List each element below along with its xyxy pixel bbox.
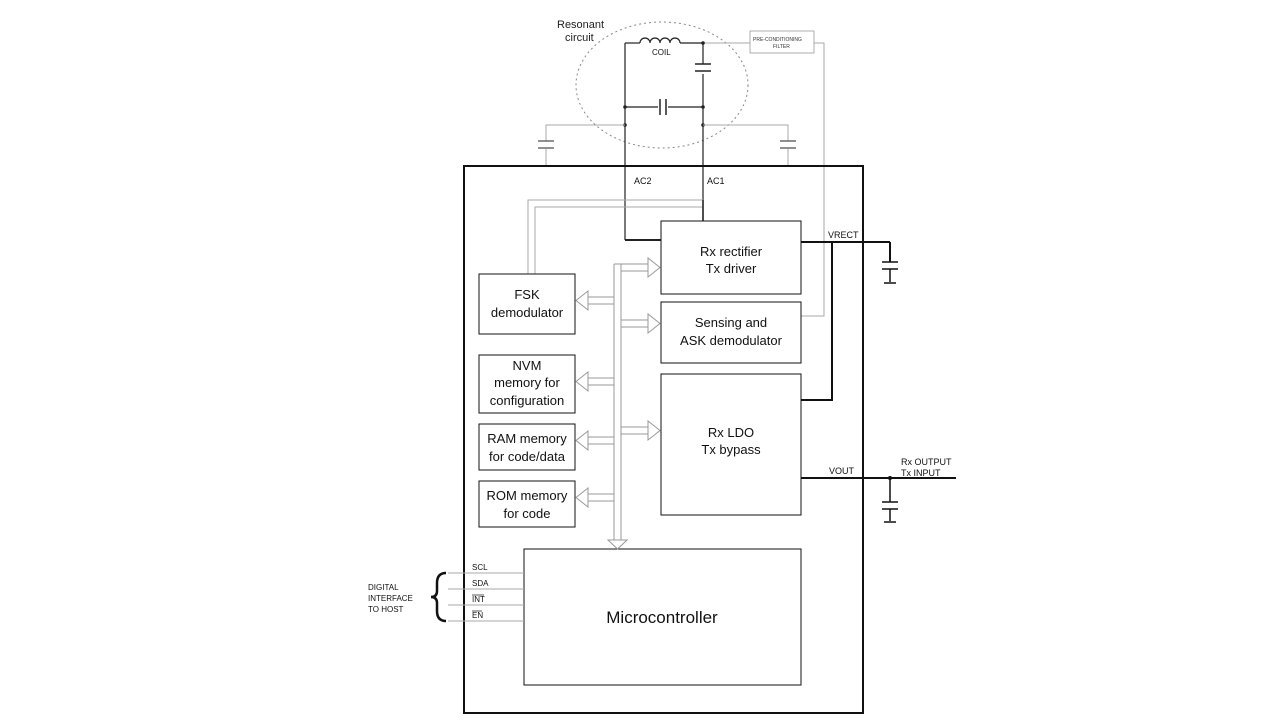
rx-rectifier-block [660,220,802,295]
pin-vrect: VRECT [828,230,859,240]
fsk-label: FSK [514,287,540,302]
coil-label: COIL [652,48,671,57]
vout-capacitor-icon [882,478,898,523]
pin-vout: VOUT [829,466,855,476]
output-label-2: Tx INPUT [901,468,941,478]
sensing-label: Sensing and [695,315,767,330]
side-capacitor-wires [545,124,789,166]
vrect-capacitor-icon [882,261,898,284]
microcontroller-block [523,548,802,686]
interface-label-1: DIGITAL [368,583,399,592]
pin-ac2: AC2 [634,176,652,186]
nvm-label-2: memory for [494,375,560,390]
ram-block [478,423,576,471]
signal-en: EN [472,611,483,620]
rom-label: ROM memory [487,488,568,503]
nvm-label: NVM [513,358,542,373]
sensing-block [660,301,802,364]
sensing-label-2: ASK demodulator [680,333,783,348]
rx-ldo-label: Rx LDO [708,425,754,440]
interface-label-3: TO HOST [368,605,404,614]
signal-scl: SCL [472,563,488,572]
fsk-block [478,273,576,335]
internal-bus [575,256,661,550]
rx-rectifier-label-2: Tx driver [706,261,757,276]
resonant-circuit-label: Resonant [557,19,604,31]
fsk-label-2: demodulator [491,305,564,320]
fsk-feedback-wires [527,199,703,274]
resonant-wires [624,43,704,240]
ram-label: RAM memory [487,431,567,446]
resonant-circuit-outline [575,21,749,149]
rx-ldo-block [660,373,802,516]
parallel-capacitor-icon [659,99,667,115]
resonant-circuit-label-2: circuit [565,32,594,44]
output-label-1: Rx OUTPUT [901,457,952,467]
chip-boundary [463,165,864,714]
signal-int: INT [472,595,485,604]
interface-brace-icon [430,571,447,623]
filter-label-1: PRE-CONDITIONING [753,37,802,43]
nvm-block [478,354,576,414]
rom-label-2: for code [504,506,551,521]
pin-ac1: AC1 [707,176,725,186]
ram-label-2: for code/data [489,449,566,464]
vrect-wires [801,241,891,401]
filter-label-2: FILTER [773,44,790,50]
pre-conditioning-filter [749,30,815,54]
nvm-label-3: configuration [490,393,564,408]
signal-sda: SDA [472,579,489,588]
interface-wires [448,572,524,622]
microcontroller-label: Microcontroller [606,608,718,627]
series-capacitor-icon [695,63,711,72]
rom-block [478,480,576,528]
coil-icon [625,37,703,44]
rx-rectifier-label: Rx rectifier [700,244,763,259]
rx-ldo-label-2: Tx bypass [701,442,761,457]
filter-output-wire [801,42,825,317]
interface-label-2: INTERFACE [368,594,413,603]
side-capacitor-icons [538,140,796,149]
